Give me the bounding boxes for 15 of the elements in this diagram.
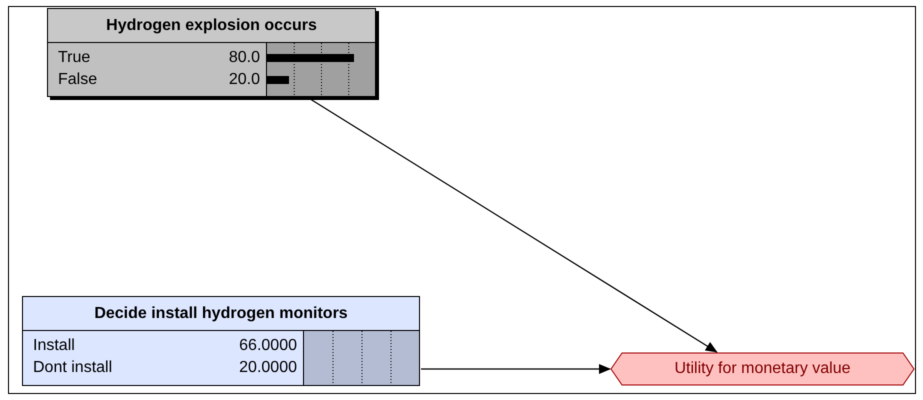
arrow <box>310 98 718 353</box>
chance-node <box>47 8 376 97</box>
state-value: 20.0000 <box>239 359 297 377</box>
state-value: 20.0 <box>228 71 260 89</box>
arrow <box>421 364 611 374</box>
state-label: True <box>58 49 90 67</box>
state-value: 66.0000 <box>239 337 297 355</box>
state-label: Install <box>33 337 75 355</box>
node-title: Hydrogen explosion occurs <box>48 9 375 43</box>
state-label: False <box>58 71 98 89</box>
state-value: 80.0 <box>228 49 260 67</box>
node-title: Utility for monetary value <box>673 360 852 378</box>
decision-node <box>22 296 420 386</box>
state-label: Dont install <box>33 359 112 377</box>
utility-node <box>610 352 915 386</box>
